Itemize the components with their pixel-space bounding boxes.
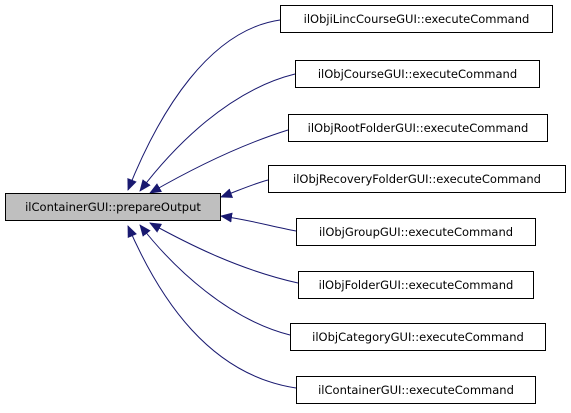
edge-ilobjcoursegui bbox=[139, 73, 296, 192]
edge-ilobjilinccoursegui bbox=[127, 19, 281, 191]
caller-node-label: ilObjCourseGUI::executeCommand bbox=[317, 67, 518, 81]
edge-ilobjgroupgui bbox=[220, 212, 297, 232]
caller-node-ilobjcategorygui[interactable]: ilObjCategoryGUI::executeCommand bbox=[290, 323, 546, 351]
edge-ilobjrecoveryfoldergui bbox=[220, 179, 269, 198]
root-node-label: ilContainerGUI::prepareOutput bbox=[25, 200, 201, 214]
caller-node-label: ilObjCategoryGUI::executeCommand bbox=[312, 330, 524, 344]
caller-node-ilobjgroupgui[interactable]: ilObjGroupGUI::executeCommand bbox=[296, 218, 536, 246]
caller-node-label: ilObjRootFolderGUI::executeCommand bbox=[307, 121, 529, 135]
edge-ilobjfoldergui bbox=[149, 222, 299, 284]
caller-node-label: ilObjFolderGUI::executeCommand bbox=[318, 278, 514, 292]
edge-ilobjrootfoldergui bbox=[149, 129, 289, 194]
caller-node-ilobjfoldergui[interactable]: ilObjFolderGUI::executeCommand bbox=[298, 271, 534, 299]
caller-node-label: ilObjGroupGUI::executeCommand bbox=[318, 225, 514, 239]
root-node-prepareoutput: ilContainerGUI::prepareOutput bbox=[5, 193, 221, 221]
caller-node-ilobjcoursegui[interactable]: ilObjCourseGUI::executeCommand bbox=[295, 60, 540, 88]
caller-node-label: ilContainerGUI::executeCommand bbox=[318, 383, 514, 397]
caller-node-ilobjilinccoursegui[interactable]: ilObjiLincCourseGUI::executeCommand bbox=[280, 5, 553, 33]
caller-node-label: ilObjRecoveryFolderGUI::executeCommand bbox=[293, 172, 541, 186]
caller-node-ilcontainergui-executecommand[interactable]: ilContainerGUI::executeCommand bbox=[296, 376, 536, 404]
edge-ilobjcategorygui bbox=[139, 224, 291, 336]
caller-node-ilobjrecoveryfoldergui[interactable]: ilObjRecoveryFolderGUI::executeCommand bbox=[268, 165, 566, 193]
edge-ilcontainergui-executecommand bbox=[127, 225, 297, 389]
caller-node-ilobjrootfoldergui[interactable]: ilObjRootFolderGUI::executeCommand bbox=[288, 114, 548, 142]
caller-node-label: ilObjiLincCourseGUI::executeCommand bbox=[303, 12, 530, 26]
